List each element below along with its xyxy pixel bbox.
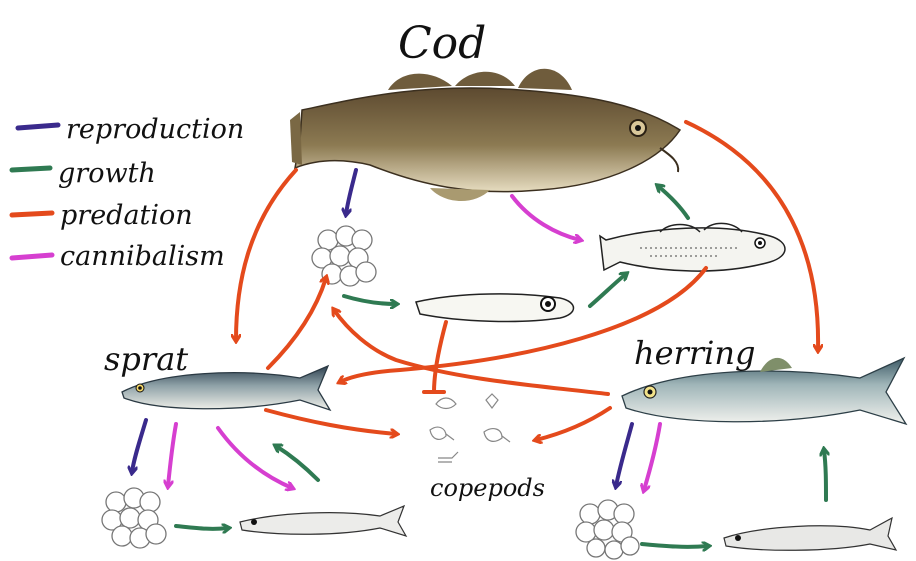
arrow-herring-eats-cod-eggs	[334, 310, 608, 394]
arrow-herring-eats-eggs	[644, 424, 660, 490]
arrow-cod-eggs-to-larva	[344, 296, 396, 304]
arrow-cod-eats-sprat	[236, 170, 296, 340]
legend-label-growth: growth	[58, 158, 156, 189]
arrow-sprat-eats-eggs	[168, 424, 176, 486]
cod-larva-illustration	[416, 294, 574, 322]
legend-label-predation: predation	[60, 200, 193, 231]
arrow-sprat-eggs-to-juvenile	[176, 526, 228, 529]
legend-label-cannibalism: cannibalism	[60, 241, 225, 272]
arrow-herring-eats-copepods	[536, 408, 610, 440]
label-sprat: sprat	[104, 340, 188, 378]
arrow-herring-eggs-to-juvenile	[642, 544, 708, 547]
legend-swatch-growth	[12, 168, 50, 170]
arrow-larva-eats-copepods	[434, 322, 446, 392]
label-copepods: copepods	[430, 474, 545, 502]
label-herring: herring	[634, 334, 755, 372]
arrow-sprat-reproduction	[132, 420, 146, 472]
cod-eggs-illustration	[312, 226, 376, 286]
arrow-juvenile-to-adult-herring	[824, 450, 826, 500]
arrow-juvenile-to-adult-sprat	[276, 446, 318, 480]
title-cod: Cod	[398, 18, 486, 69]
legend-swatch-cannibalism	[12, 255, 52, 258]
legend-swatch-reproduction	[18, 125, 58, 128]
legend: reproduction growth predation cannibalis…	[12, 114, 244, 272]
arrow-sprat-eats-copepods	[266, 410, 396, 434]
arrow-sprat-eats-cod-eggs	[268, 278, 326, 368]
reproduction-arrows	[132, 170, 632, 486]
arrow-cod-reproduction	[346, 170, 356, 214]
cannibalism-arrows	[168, 196, 660, 490]
herring-eggs-illustration	[576, 500, 639, 559]
cod-juvenile-illustration	[600, 223, 785, 271]
cod-adult-illustration	[290, 69, 680, 201]
herring-juvenile-illustration	[724, 518, 896, 550]
arrow-juvenile-to-adult-cod	[658, 186, 688, 218]
arrow-herring-reproduction	[616, 424, 632, 486]
sprat-juvenile-illustration	[240, 506, 406, 536]
copepods-illustration	[430, 394, 510, 462]
legend-swatch-predation	[12, 213, 52, 215]
legend-label-reproduction: reproduction	[66, 114, 244, 145]
arrow-sprat-eats-juvenile	[218, 428, 292, 488]
arrow-larva-to-juvenile-cod	[590, 274, 626, 306]
sprat-eggs-illustration	[102, 488, 166, 548]
arrow-cod-cannibalism	[512, 196, 580, 240]
